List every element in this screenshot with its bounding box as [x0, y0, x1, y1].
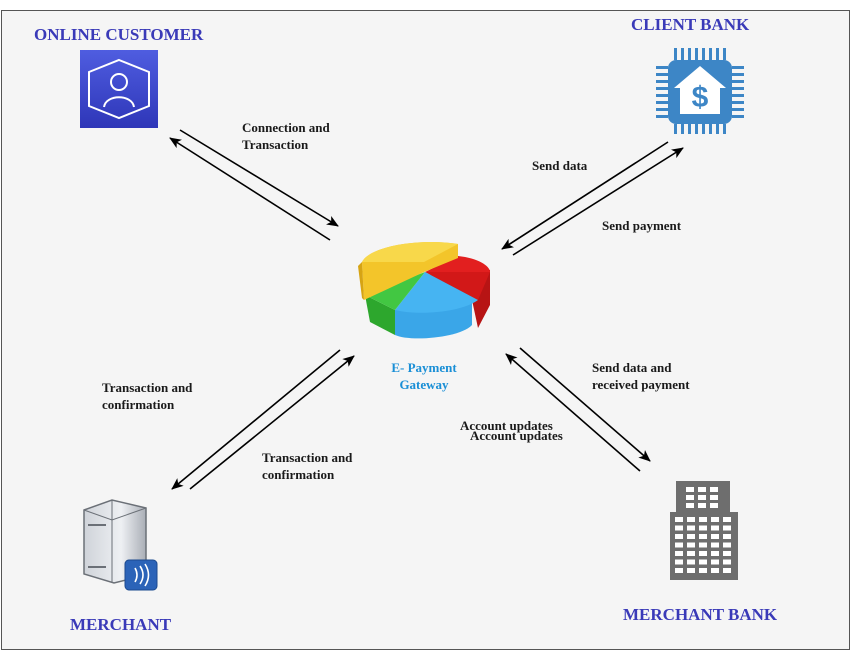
- building-window: [687, 551, 695, 556]
- online-customer-title: ONLINE CUSTOMER: [34, 25, 204, 44]
- building-window: [723, 525, 731, 531]
- arrow-gateway-to-merchant: [171, 349, 341, 490]
- building-window: [711, 542, 719, 548]
- edge-label-account-updates-2: Account updates: [470, 428, 563, 443]
- building-window: [686, 495, 694, 500]
- server-nfc-icon: [83, 499, 158, 591]
- arrow-gateway-to-clientbank: [512, 147, 684, 256]
- edge-label-merchant-right-line1: Transaction and: [262, 450, 353, 465]
- building-window: [723, 568, 731, 573]
- gateway-label: E- Payment Gateway: [376, 359, 472, 393]
- edge-label-merchant-left-line2: confirmation: [102, 397, 175, 412]
- arrow-merchantbank-to-gateway: [505, 353, 641, 472]
- building-window: [699, 525, 707, 531]
- building-window: [687, 559, 695, 565]
- building-window: [699, 542, 707, 548]
- edge-label-merchant-bank-line1: Send data and: [592, 360, 672, 375]
- edge-label-merchant-right: Transaction and confirmation: [262, 449, 352, 483]
- building-window: [698, 487, 706, 492]
- building-window: [699, 559, 707, 565]
- building-window: [687, 517, 695, 522]
- building-window: [723, 551, 731, 556]
- arrow-merchant-to-gateway: [189, 355, 355, 490]
- edge-label-customer-line2: Transaction: [242, 137, 309, 152]
- arrow-gateway-to-customer: [169, 137, 331, 241]
- building-window: [687, 568, 695, 573]
- connector-arrows: [169, 129, 684, 490]
- edge-label-send-data: Send data: [532, 158, 588, 173]
- edge-label-merchant-left-line1: Transaction and: [102, 380, 193, 395]
- building-window: [675, 559, 683, 565]
- arrow-customer-to-gateway: [179, 129, 339, 227]
- svg-text:$: $: [692, 81, 709, 114]
- building-window: [711, 517, 719, 522]
- edge-label-send-payment: Send payment: [602, 218, 682, 233]
- arrow-gateway-to-merchantbank: [519, 347, 651, 462]
- building-window: [686, 503, 694, 508]
- bank-chip-icon: $: [656, 48, 744, 134]
- gateway-label-line2: Gateway: [399, 377, 449, 392]
- user-hexagon-icon: [80, 50, 158, 128]
- building-window: [699, 534, 707, 539]
- merchant-title: MERCHANT: [70, 615, 172, 634]
- building-window: [675, 525, 683, 531]
- building-window: [723, 559, 731, 565]
- building-window: [711, 559, 719, 565]
- edge-label-merchant-left: Transaction and confirmation: [102, 379, 192, 413]
- arrow-clientbank-to-gateway: [501, 141, 669, 250]
- building-window: [711, 568, 719, 573]
- building-window: [675, 517, 683, 522]
- building-window: [687, 534, 695, 539]
- building-window: [675, 568, 683, 573]
- building-window: [723, 542, 731, 548]
- building-window: [687, 525, 695, 531]
- building-window: [675, 551, 683, 556]
- gateway-label-line1: E- Payment: [391, 360, 457, 375]
- edge-label-merchant-bank-line2: received payment: [592, 377, 690, 392]
- building-window: [711, 525, 719, 531]
- merchant-bank-title: MERCHANT BANK: [623, 605, 778, 624]
- building-window: [710, 487, 718, 492]
- building-window: [723, 534, 731, 539]
- edge-label-merchant-right-line2: confirmation: [262, 467, 335, 482]
- building-window: [675, 542, 683, 548]
- building-window: [686, 487, 694, 492]
- building-window: [687, 542, 695, 548]
- building-window: [699, 517, 707, 522]
- building-window: [699, 568, 707, 573]
- building-window: [675, 534, 683, 539]
- building-window: [699, 551, 707, 556]
- edge-label-merchant-bank: Send data and received payment: [592, 359, 690, 393]
- edge-label-customer: Connection and Transaction: [242, 119, 330, 153]
- office-building-icon: [670, 481, 738, 580]
- building-window: [698, 495, 706, 500]
- building-window: [723, 517, 731, 522]
- building-window: [711, 551, 719, 556]
- edge-label-account-updates-1: Account updates: [460, 418, 553, 433]
- pie-chart-icon: [358, 242, 490, 339]
- building-window: [711, 534, 719, 539]
- client-bank-title: CLIENT BANK: [631, 15, 750, 34]
- building-window: [710, 503, 718, 508]
- building-window: [698, 503, 706, 508]
- edge-label-customer-line1: Connection and: [242, 120, 330, 135]
- building-window: [710, 495, 718, 500]
